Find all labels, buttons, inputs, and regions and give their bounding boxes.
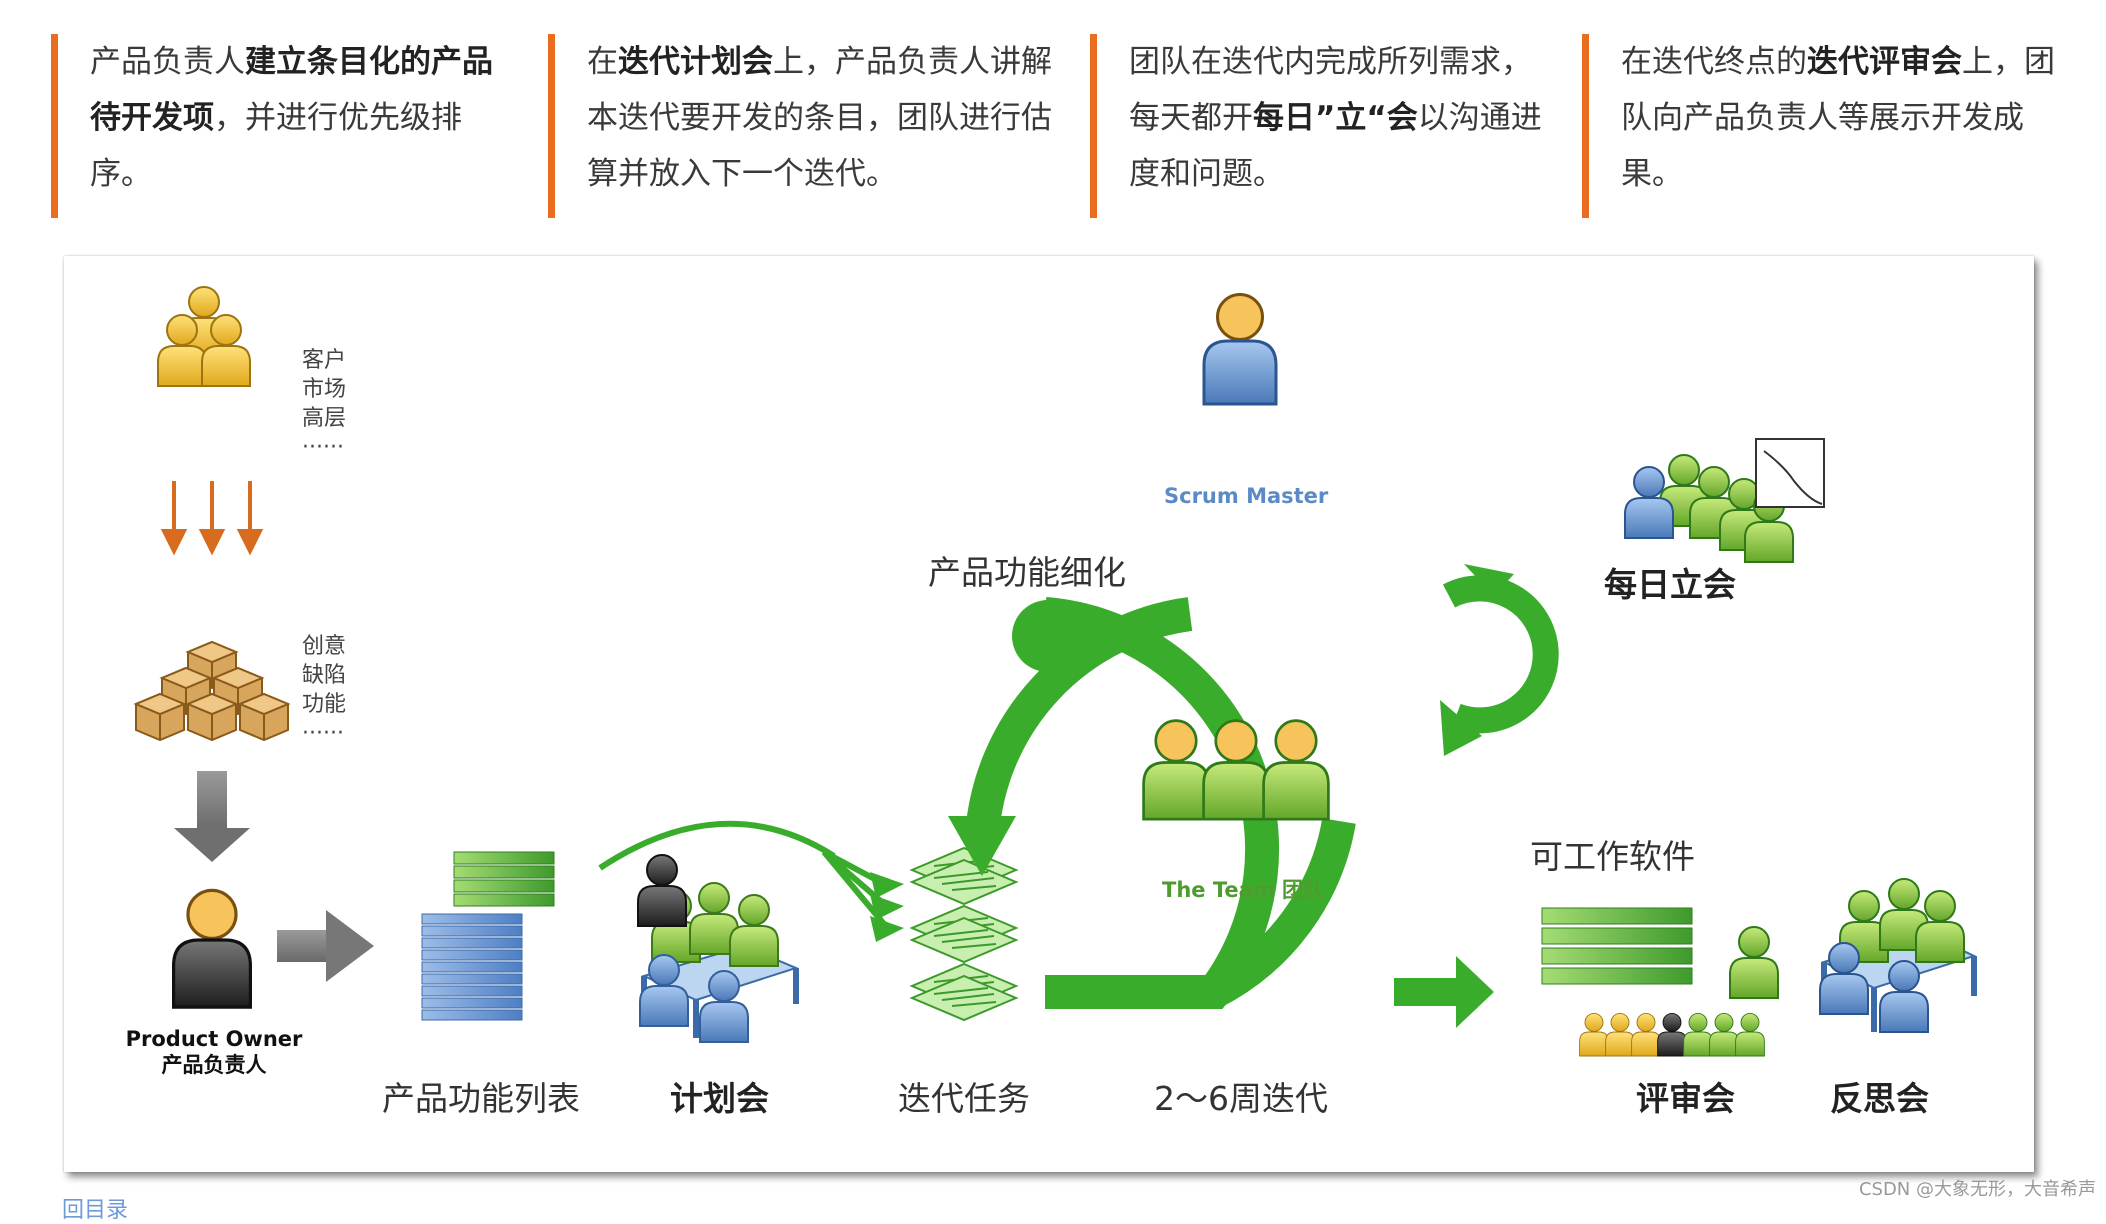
- planning-meeting-label: 计划会: [670, 1079, 769, 1118]
- product-owner-label: Product Owner 产品负责人: [124, 1026, 304, 1078]
- planning-arrowheads: [870, 872, 904, 942]
- callout-product-owner: 产品负责人建立条目化的产品待开发项，并进行优先级排序。: [51, 34, 521, 218]
- input-list: 创意 缺陷 功能 ······: [302, 634, 347, 746]
- sprint-backlog-label: 迭代任务: [898, 1079, 1030, 1118]
- product-owner-icon: [171, 888, 253, 1009]
- callout-bold-text: 迭代计划会: [618, 44, 773, 80]
- back-to-toc-link[interactable]: 回目录: [62, 1198, 129, 1223]
- callout-text: 产品负责人: [90, 44, 245, 80]
- product-owner-cn: 产品负责人: [161, 1053, 267, 1077]
- gray-right-arrow-icon: [277, 910, 374, 982]
- callout-text: 上，团队向产品负责人等展示开发成果。: [1621, 44, 2055, 192]
- output-arrow-icon: [1394, 956, 1494, 1028]
- crates-icon: [135, 641, 289, 741]
- review-meeting-icon: [1579, 926, 1779, 1057]
- callout-bold-text: 建立条目化的产品待开发项: [90, 44, 493, 136]
- callout-text: 以沟通进度和问题。: [1129, 100, 1542, 192]
- gray-down-arrow-icon: [174, 771, 250, 862]
- down-arrows-icon: [160, 481, 264, 556]
- burndown-chart-icon: [1755, 438, 1825, 508]
- refinement-label: 产品功能细化: [928, 553, 1126, 592]
- product-backlog-label: 产品功能列表: [382, 1079, 580, 1118]
- review-label: 评审会: [1636, 1079, 1735, 1118]
- callout-text: 在迭代终点的: [1621, 44, 1807, 80]
- scrum-diagram-panel: 客户 市场 高层 ······ 创意 缺陷 功能 ······ Product …: [64, 256, 2034, 1172]
- scrum-diagram-graphics: [135, 286, 1977, 1057]
- planning-meeting-icon: [637, 854, 799, 1043]
- callout-text: 上，产品负责人讲解本迭代要开发的条目，团队进行估算并放入下一个迭代。: [587, 44, 1052, 192]
- scrum-master-label: Scrum Master: [1164, 484, 1329, 508]
- product-owner-en: Product Owner: [125, 1027, 303, 1051]
- callout-text: ，并进行优先级排序。: [90, 100, 462, 192]
- team-label: The Team 团队: [1162, 878, 1324, 902]
- working-software-icon: [1541, 907, 1693, 985]
- daily-standup-label: 每日立会: [1604, 565, 1736, 604]
- stakeholders-list: 客户 市场 高层 ······: [302, 348, 347, 460]
- working-software-label: 可工作软件: [1530, 837, 1695, 876]
- daily-cycle-arrow: [1440, 564, 1559, 756]
- callout-bold-text: 每日”立“会: [1253, 100, 1418, 136]
- callout-text: 在: [587, 44, 618, 80]
- callout-text: 团队在迭代内完成所列需求，每天都开: [1129, 44, 1532, 136]
- stakeholders-icon: [157, 286, 251, 387]
- callout-review: 在迭代终点的迭代评审会上，团队向产品负责人等展示开发成果。: [1582, 34, 2062, 218]
- product-backlog-icon: [421, 851, 555, 1021]
- scrum-master-icon: [1202, 293, 1278, 406]
- sprint-backlog-icon: [911, 847, 1017, 1021]
- retrospective-icon: [1819, 878, 1977, 1033]
- team-icon: [1142, 719, 1330, 821]
- retrospective-label: 反思会: [1830, 1079, 1929, 1118]
- callout-daily: 团队在迭代内完成所列需求，每天都开每日”立“会以沟通进度和问题。: [1090, 34, 1560, 218]
- watermark: CSDN @大象无形，大音希声: [1858, 1179, 2096, 1200]
- callout-bold-text: 迭代评审会: [1807, 44, 1962, 80]
- sprint-length-label: 2～6周迭代: [1154, 1079, 1328, 1118]
- callout-planning: 在迭代计划会上，产品负责人讲解本迭代要开发的条目，团队进行估算并放入下一个迭代。: [548, 34, 1078, 218]
